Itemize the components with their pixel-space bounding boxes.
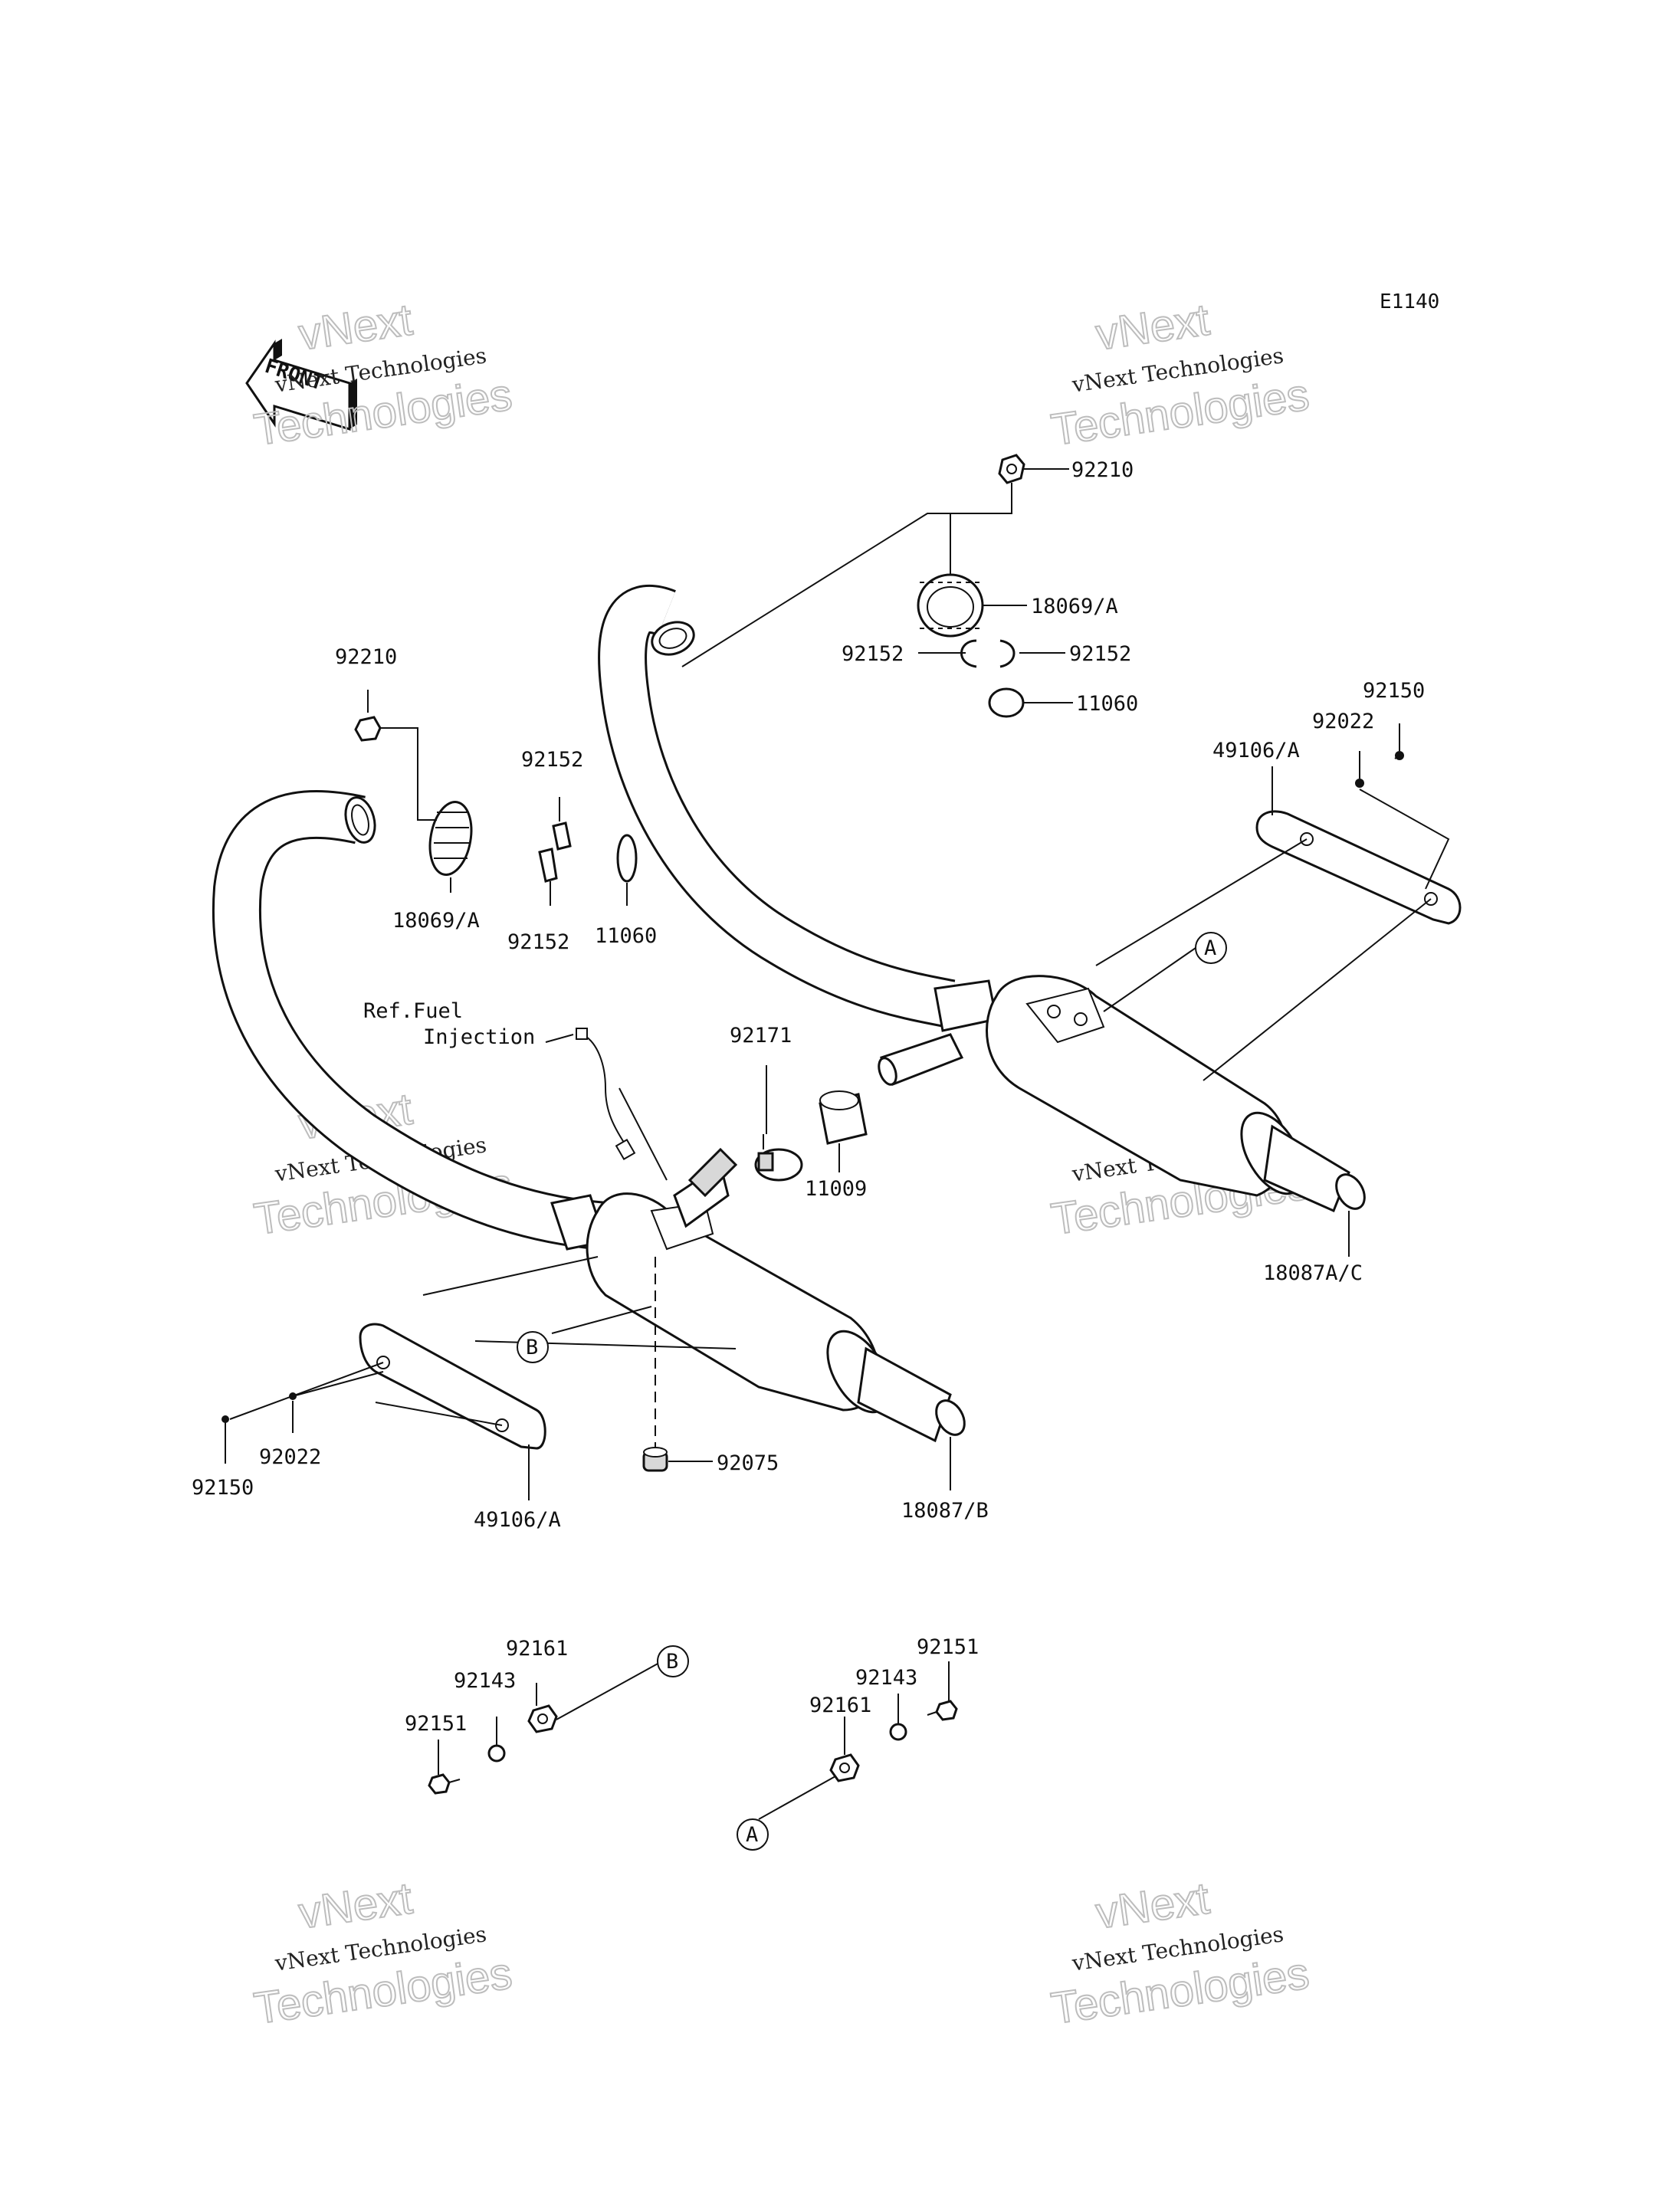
nut-icon (998, 454, 1025, 484)
gasket-icon (988, 687, 1025, 718)
gasket-icon (616, 834, 638, 883)
nut-icon (829, 1753, 860, 1782)
heat-shield-lower (359, 1323, 546, 1450)
part-label-11060-top: 11060 (1076, 692, 1138, 716)
ref-label-line1: Ref.Fuel (363, 999, 463, 1023)
part-label-92143-b: 92143 (454, 1669, 516, 1693)
watermark-bottom-right: vNext vNext Technologies Technologies (1048, 1873, 1313, 2035)
flange-icon (428, 801, 473, 876)
damper-icon (642, 1447, 668, 1472)
part-label-92210-top: 92210 (1071, 458, 1134, 482)
part-label-92152-top-left: 92152 (842, 642, 904, 666)
callout-a-letter: A (746, 1823, 758, 1847)
part-label-18069a-left: 18069/A (392, 909, 480, 933)
leader-lines (225, 468, 1450, 1820)
oxygen-sensor-icon (576, 1028, 636, 1161)
part-label-49106a-left: 49106/A (474, 1508, 561, 1532)
part-label-49106a-right: 49106/A (1212, 739, 1300, 762)
callout-a-bottom: A (737, 1818, 769, 1851)
nut-icon (527, 1704, 558, 1733)
nut-icon (354, 716, 382, 742)
callout-a-letter: A (1204, 936, 1216, 960)
split-ring-right (999, 639, 1016, 668)
collar-icon (819, 1090, 868, 1145)
front-arrow-icon: FRONT (245, 339, 357, 431)
bolt-icon (428, 1773, 461, 1795)
muffler-lower (586, 1147, 966, 1443)
bolt-icon (927, 1700, 958, 1721)
part-label-92143-a: 92143 (855, 1666, 917, 1690)
part-label-92152-left-bottom: 92152 (507, 930, 569, 954)
washer-icon (1355, 779, 1364, 788)
washer-icon (487, 1744, 506, 1763)
exhaust-pipe-lower (212, 789, 608, 1251)
callout-b-letter: B (666, 1650, 678, 1674)
part-label-92075: 92075 (717, 1451, 779, 1475)
watermark-line1: vNext (296, 1874, 415, 1939)
flange-icon (917, 573, 984, 638)
callout-b-mid: B (517, 1331, 549, 1363)
part-label-92151-a: 92151 (917, 1635, 979, 1659)
callout-a-upper: A (1195, 932, 1227, 964)
watermark-line1: vNext (1093, 1874, 1212, 1939)
callout-b-letter: B (526, 1336, 538, 1359)
washer-icon (889, 1723, 907, 1741)
part-label-92152-left-top: 92152 (521, 748, 583, 772)
clamp-icon (754, 1134, 803, 1182)
part-label-92152-top-right: 92152 (1069, 642, 1131, 666)
muffler-upper (878, 975, 1366, 1213)
part-label-92161-a: 92161 (809, 1694, 871, 1717)
part-label-92150-right: 92150 (1363, 679, 1425, 703)
split-ring-icon (538, 848, 558, 883)
exhaust-pipe-upper (598, 585, 998, 1032)
part-label-18087b: 18087/B (901, 1499, 989, 1523)
bolt-icon (1394, 751, 1404, 760)
part-label-92210-left: 92210 (335, 645, 397, 669)
part-label-92161-b: 92161 (506, 1637, 568, 1661)
part-label-92151-b: 92151 (405, 1712, 467, 1736)
part-label-92022-right: 92022 (1312, 710, 1374, 733)
part-label-18069a-top: 18069/A (1031, 595, 1118, 618)
heat-shield-upper (1255, 810, 1462, 925)
callout-b-bottom: B (657, 1645, 689, 1677)
watermark-line1: vNext (296, 295, 415, 360)
part-label-92022-left: 92022 (259, 1445, 321, 1469)
part-label-92150-left: 92150 (192, 1476, 254, 1500)
diagram-code: E1140 (1380, 290, 1439, 313)
part-label-11009: 11009 (805, 1177, 867, 1201)
split-ring-icon (552, 821, 572, 851)
watermark-bottom-left: vNext vNext Technologies Technologies (251, 1873, 516, 2035)
part-label-11060-left: 11060 (595, 924, 657, 948)
watermark-line1: vNext (1093, 295, 1212, 360)
ref-label-line2: Injection (423, 1025, 535, 1049)
part-label-92171: 92171 (730, 1024, 792, 1048)
watermark-top-right: vNext vNext Technologies Technologies (1048, 294, 1313, 456)
part-label-18087ac: 18087A/C (1263, 1261, 1363, 1285)
